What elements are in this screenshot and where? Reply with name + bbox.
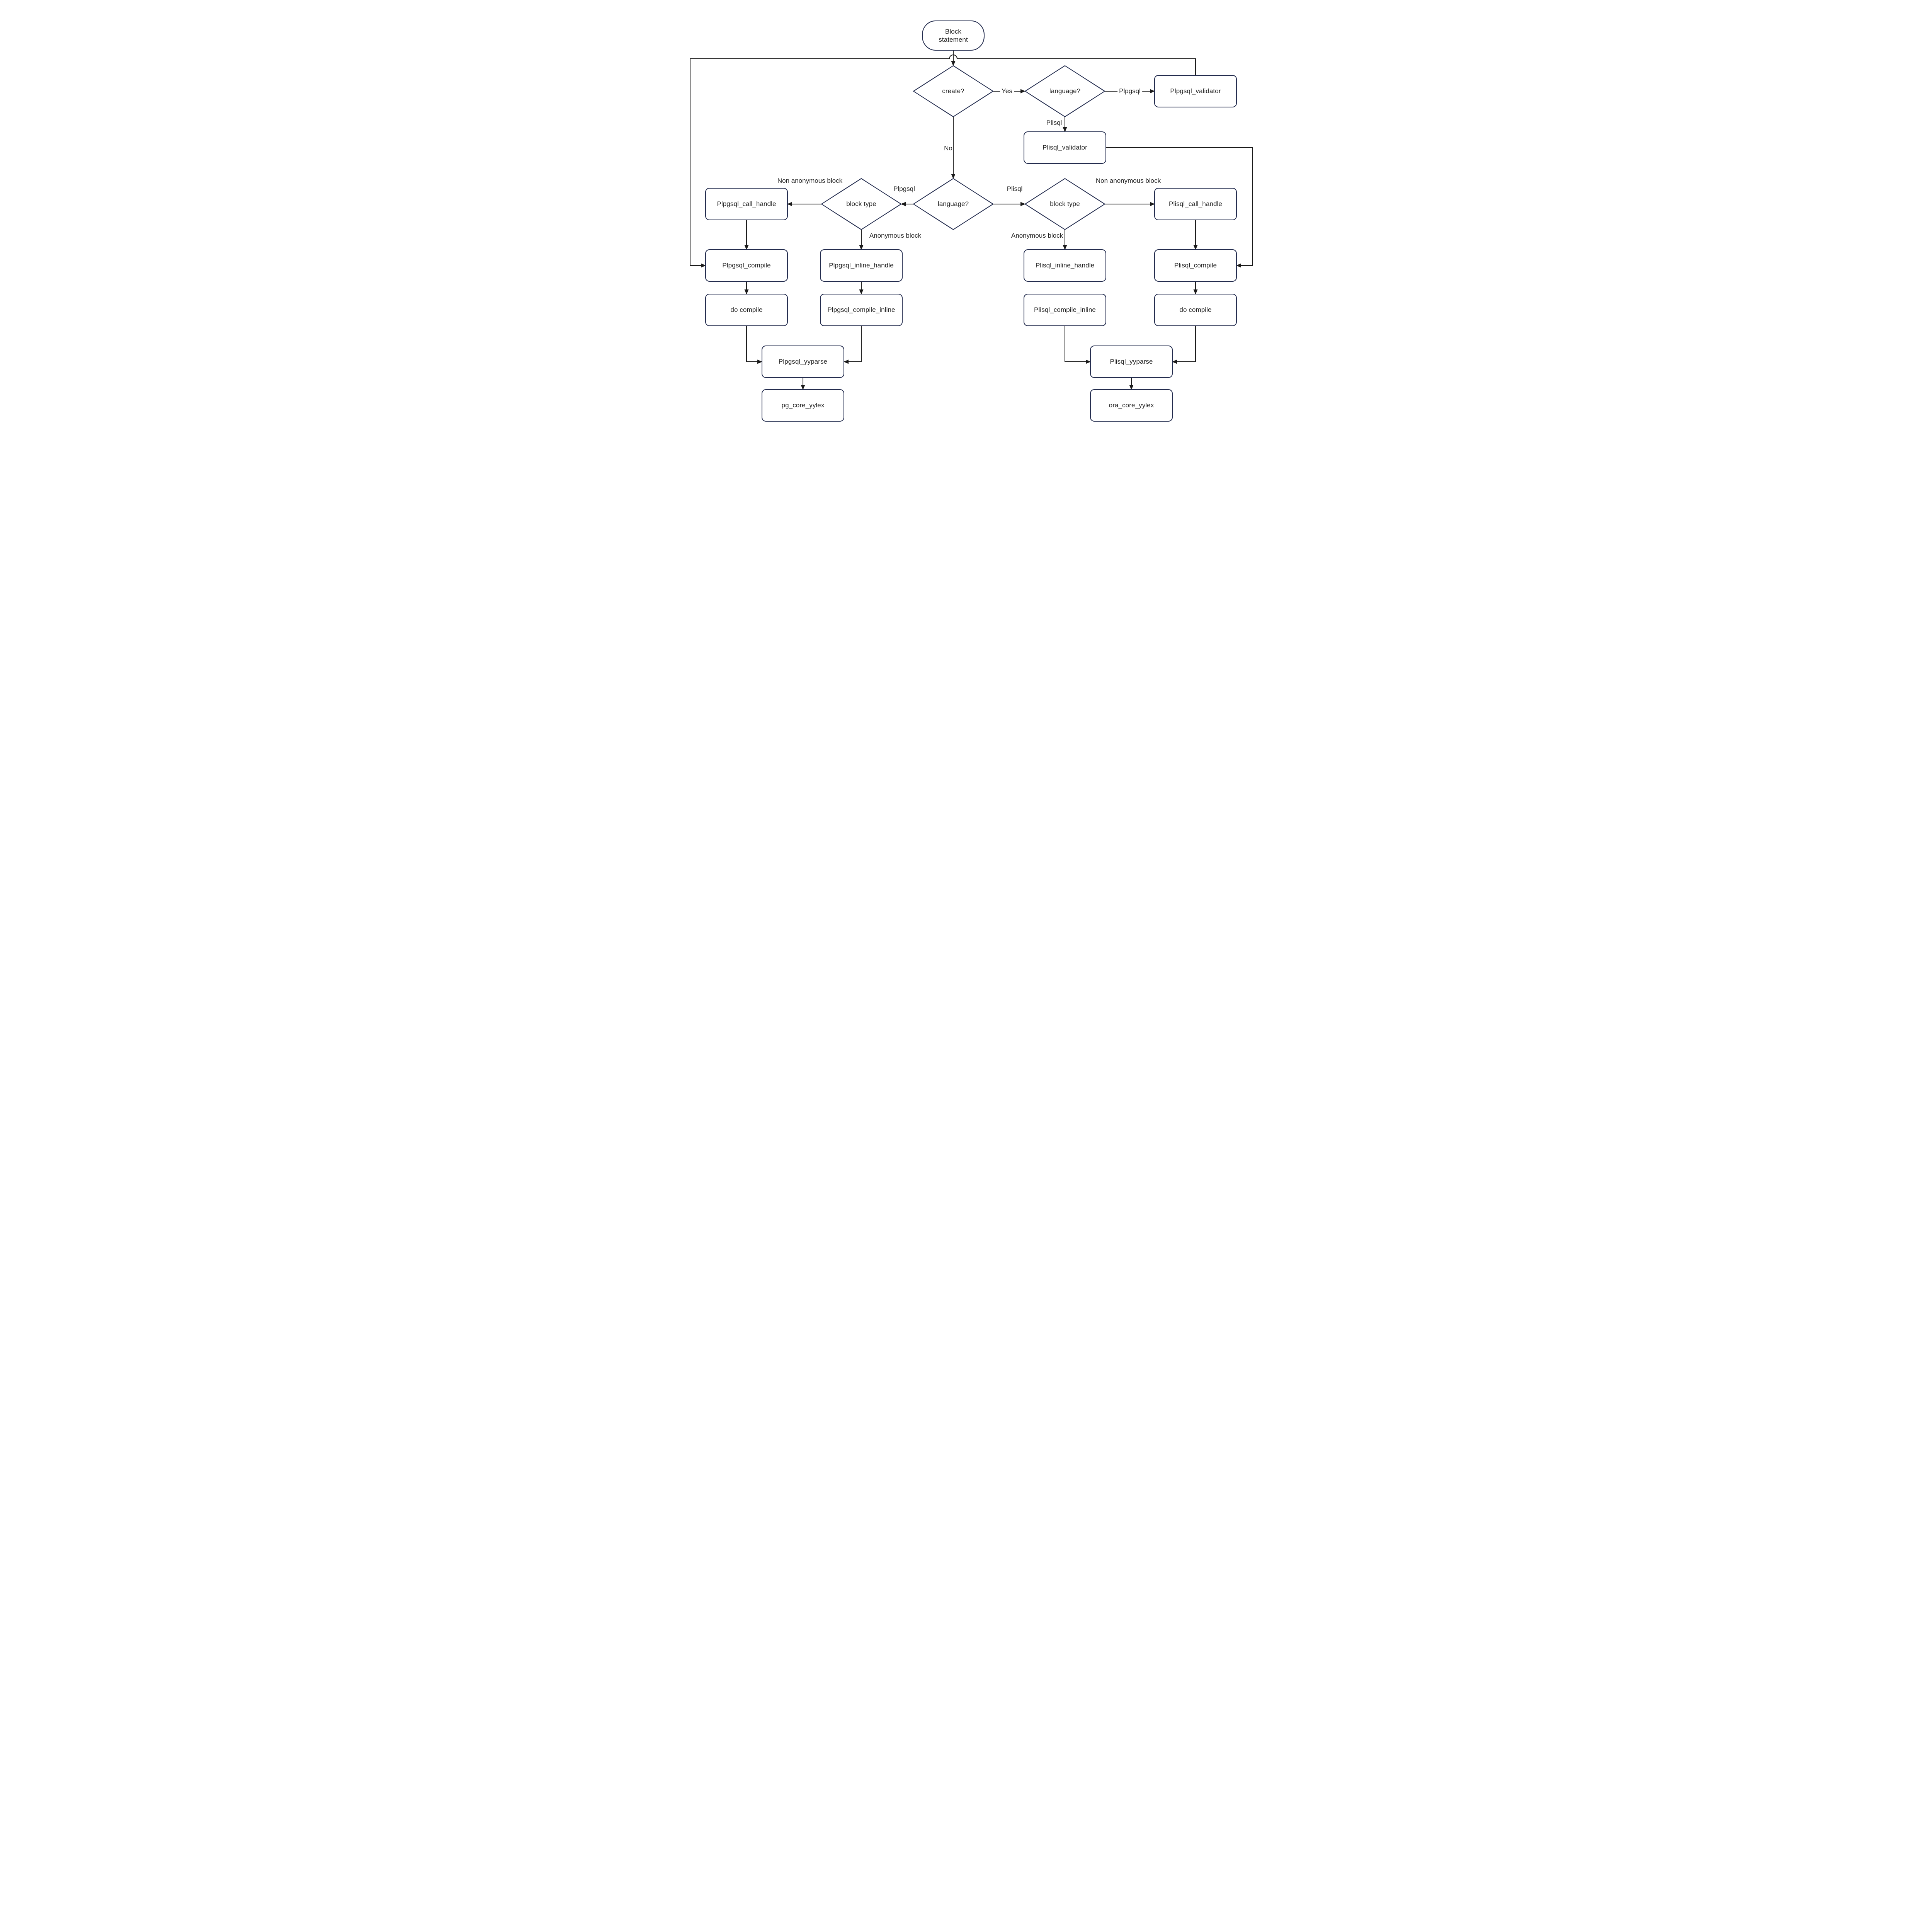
edge-plisql-compile-inline-to-plisql-yyparse [1065, 326, 1091, 364]
node-plpgsql-compile-inline-shape [820, 294, 903, 326]
node-plisql-compile-inline-shape [1024, 294, 1106, 326]
node-plisql-inline-handle-shape [1024, 249, 1106, 282]
node-do-compile-left-shape [705, 294, 788, 326]
node-pg-core-yylex-shape [762, 389, 844, 422]
edge-plpgsql-validator-to-plpgsql-compile [690, 54, 1196, 268]
node-plisql-call-handle-shape [1154, 188, 1237, 220]
node-plpgsql-validator-shape [1154, 75, 1237, 107]
flowchart-canvas: Block statement create? language? langua… [668, 0, 1264, 422]
node-block-statement-shape [922, 20, 985, 51]
node-plpgsql-inline-handle-shape [820, 249, 903, 282]
node-language-mid-decision-shape [913, 178, 994, 230]
flowchart-drawing [690, 20, 1253, 422]
edge-plisql-validator-to-plisql-compile [1106, 147, 1253, 268]
edge-do-compile-left-to-plpgsql-yyparse [746, 326, 762, 364]
node-plpgsql-compile-shape [705, 249, 788, 282]
node-do-compile-right-shape [1154, 294, 1237, 326]
node-plpgsql-call-handle-shape [705, 188, 788, 220]
node-block-type-right-decision-shape [1024, 178, 1105, 230]
node-plisql-compile-shape [1154, 249, 1237, 282]
node-block-type-left-decision-shape [821, 178, 902, 230]
node-ora-core-yylex-shape [1090, 389, 1173, 422]
node-language-top-decision-shape [1024, 65, 1105, 117]
node-plpgsql-yyparse-shape [762, 345, 844, 378]
edge-do-compile-right-to-plisql-yyparse [1172, 326, 1196, 364]
edge-plpgsql-compile-inline-to-plpgsql-yyparse [844, 326, 862, 364]
node-create-decision-shape [913, 65, 994, 117]
node-plisql-validator-shape [1024, 131, 1106, 164]
node-plisql-yyparse-shape [1090, 345, 1173, 378]
